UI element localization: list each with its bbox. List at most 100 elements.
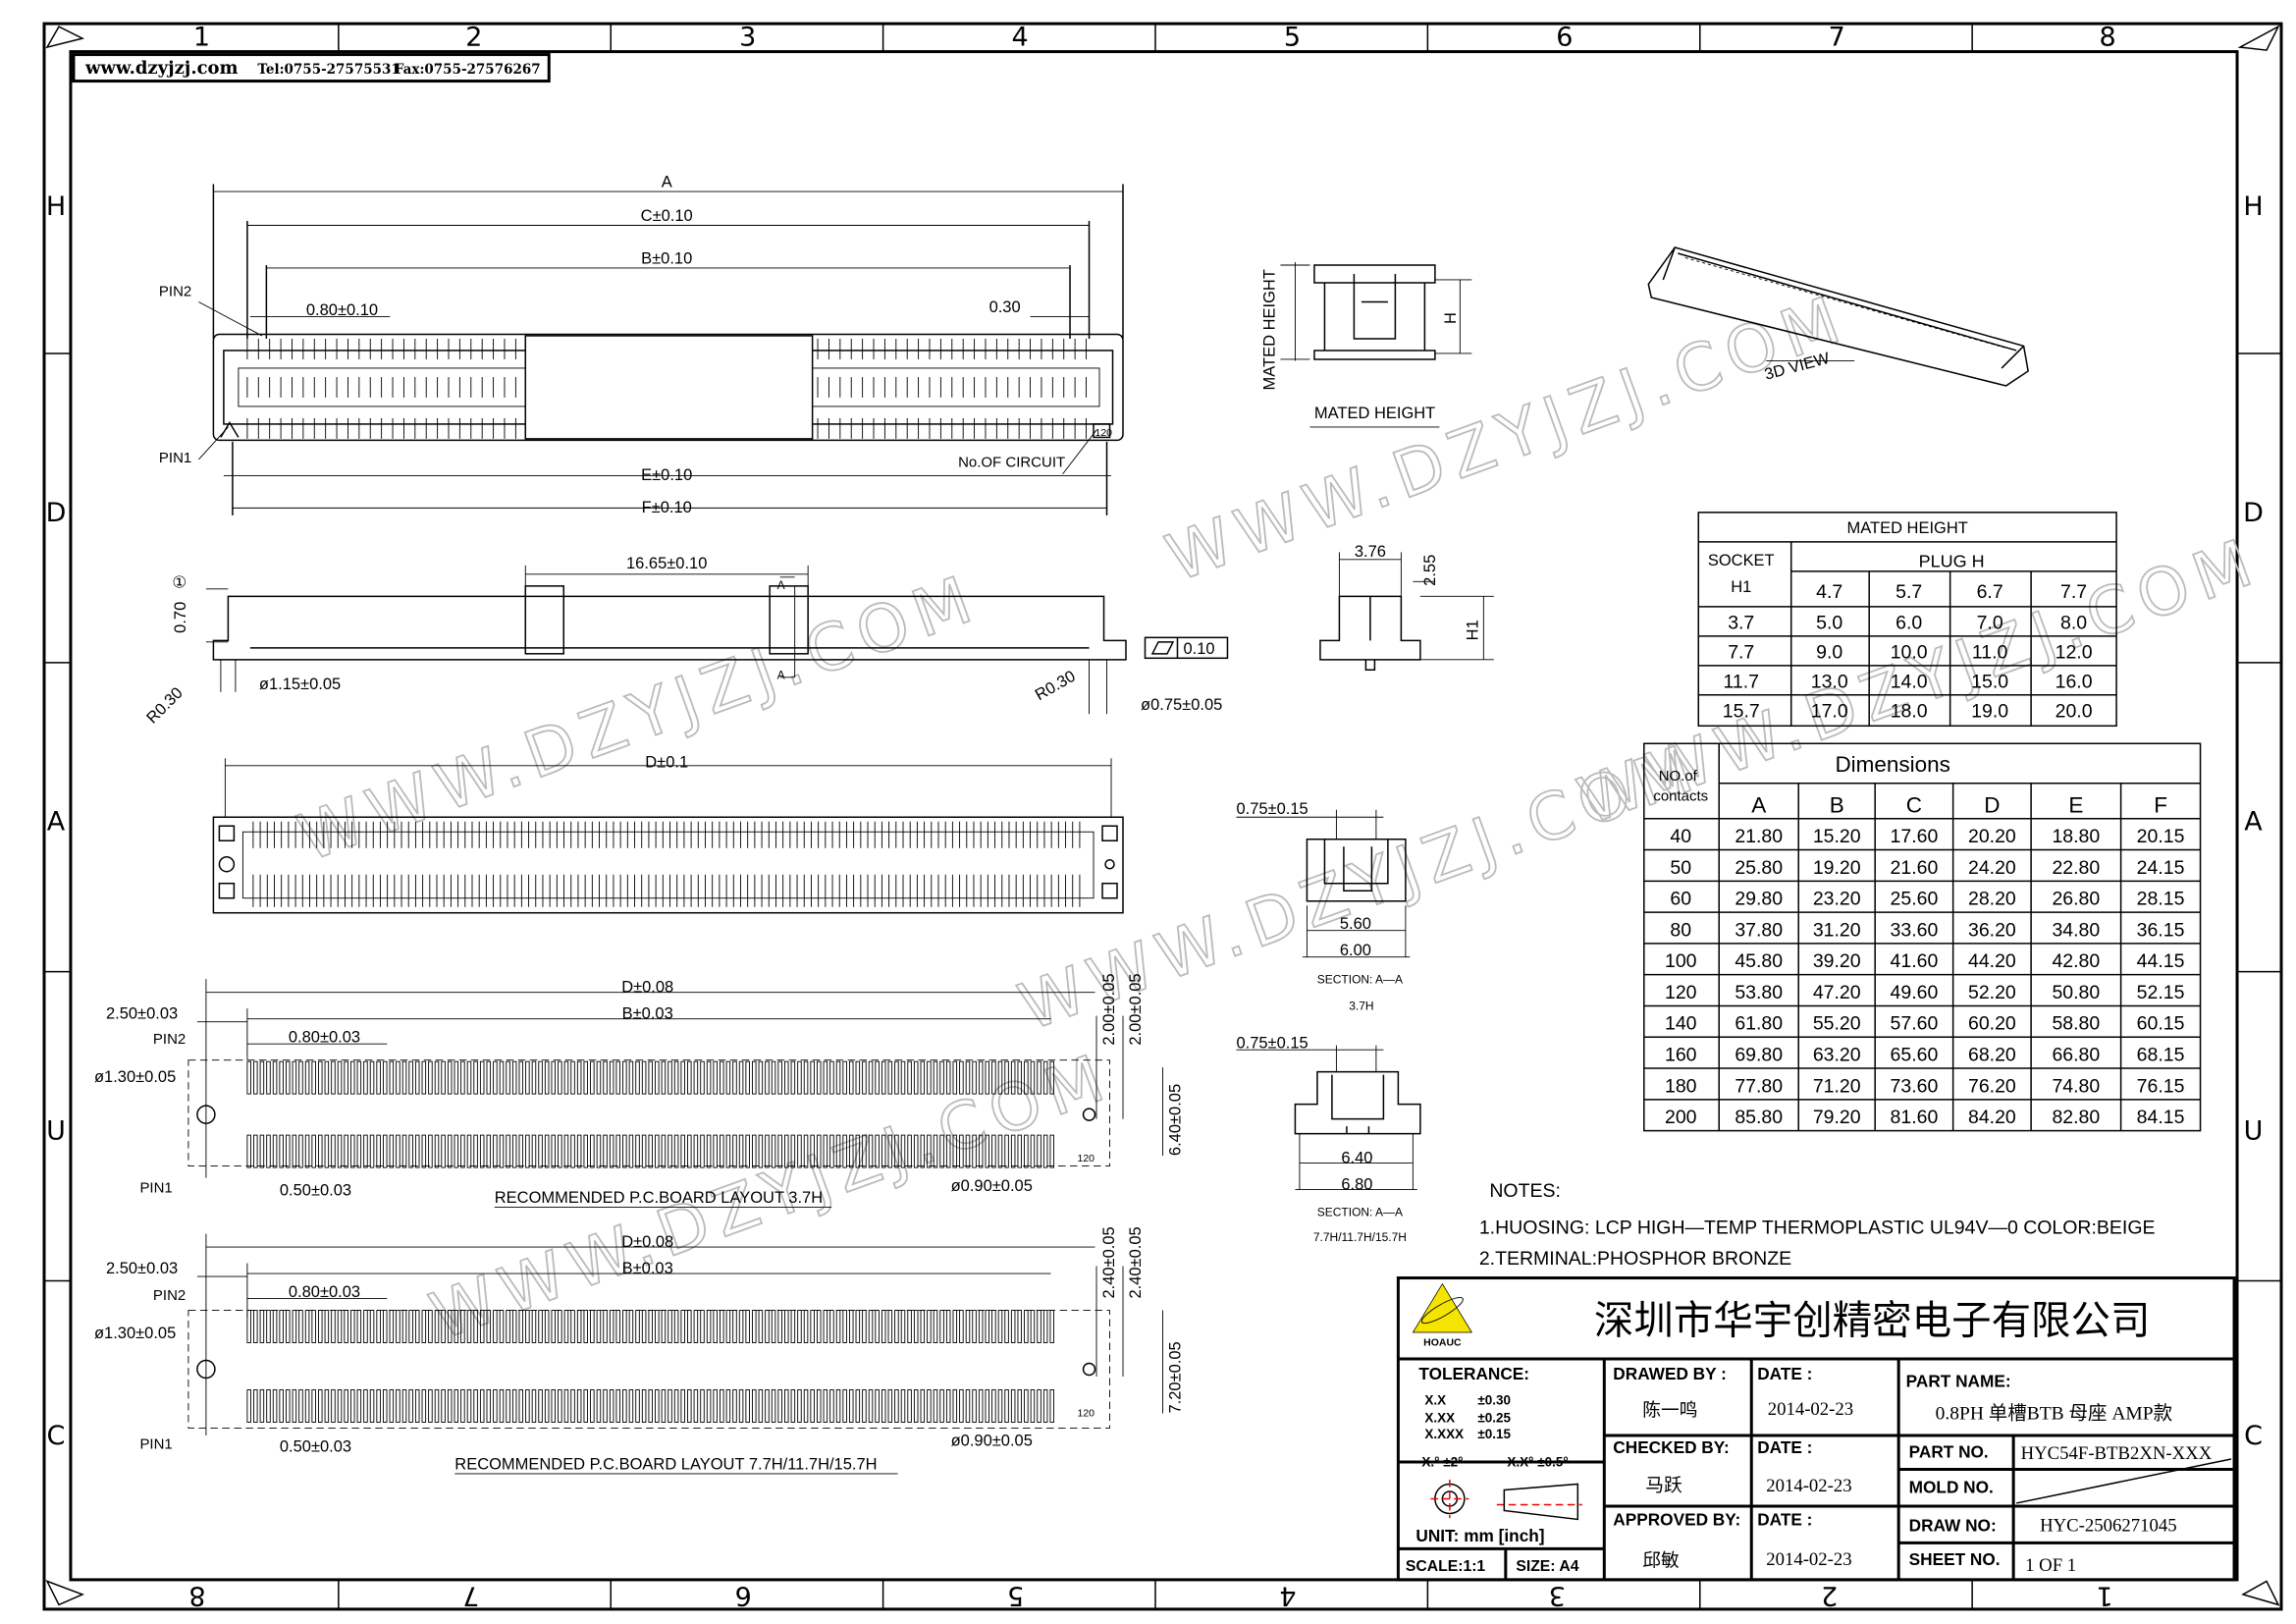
pcb-pad <box>356 1134 362 1168</box>
contact-count: 80 <box>1670 919 1691 941</box>
pcb-pad <box>920 1060 926 1095</box>
pcb-pad <box>460 1060 465 1095</box>
pcb-pad <box>823 1389 828 1423</box>
pcb-pad <box>331 1060 336 1095</box>
pcb-pad <box>1049 1389 1054 1423</box>
pcb-pad <box>493 1389 498 1423</box>
pcb-pad <box>408 1389 413 1423</box>
pcb-pad <box>259 1389 265 1423</box>
pcb-pad <box>615 1310 620 1343</box>
dimension-value: 25.80 <box>1735 857 1783 879</box>
pcb-pad <box>700 1389 705 1423</box>
pcb-pad <box>693 1310 699 1343</box>
dimension-value: 29.80 <box>1735 889 1783 910</box>
pcb-pad <box>337 1134 343 1168</box>
pcb-pad <box>272 1389 278 1423</box>
end-view: 3.76 2.55 H1 <box>1319 543 1494 672</box>
pcb-pad <box>706 1134 712 1168</box>
pcb-pad <box>304 1060 310 1095</box>
pcb-pad <box>738 1134 744 1168</box>
grid-col-label: 6 <box>1556 23 1573 53</box>
dimension-value: 50.80 <box>2052 982 2100 1003</box>
pcb-pad <box>344 1060 348 1095</box>
pcb-pad <box>887 1060 893 1095</box>
layout-title: RECOMMENDED P.C.BOARD LAYOUT 3.7H <box>495 1189 823 1207</box>
pcb-pad <box>531 1310 537 1343</box>
contact-count: 100 <box>1665 950 1697 972</box>
pcb-pad <box>803 1060 809 1095</box>
pcb-pad <box>661 1060 667 1095</box>
pcb-pad <box>661 1310 667 1343</box>
plug-value: 4.7 <box>1816 581 1842 603</box>
dim-vertical: 2.00±0.05 <box>1100 973 1118 1045</box>
pcb-pad <box>881 1060 886 1095</box>
scale-label: SCALE:1:1 <box>1406 1558 1486 1575</box>
pcb-pad <box>972 1134 977 1168</box>
pcb-pad <box>939 1310 944 1343</box>
pcb-pad <box>700 1060 705 1095</box>
pcb-pad <box>777 1310 782 1343</box>
contacts-header: contacts <box>1653 788 1708 805</box>
pcb-pad <box>784 1310 789 1343</box>
pcb-pad <box>454 1060 459 1095</box>
dimension-value: 17.60 <box>1891 826 1939 847</box>
pcb-pad <box>771 1310 776 1343</box>
pcb-pad <box>842 1389 847 1423</box>
pcb-pad <box>324 1134 330 1168</box>
tel: Tel:0755-27575531 <box>257 62 400 78</box>
grid-labels: 1 2 3 4 5 6 7 8 8 7 6 5 4 3 2 1 H D A U … <box>46 23 2264 1611</box>
dimension-value: 36.20 <box>1968 919 2016 941</box>
contact-header: www.dzyjzj.com Tel:0755-27575531 Fax:075… <box>72 53 551 83</box>
pcb-pad <box>1042 1134 1048 1168</box>
pcb-pad <box>628 1389 634 1423</box>
pcb-pad <box>596 1389 602 1423</box>
dimension-value: 60.15 <box>2137 1013 2185 1035</box>
pcb-pad <box>1037 1134 1041 1168</box>
pcb-pad <box>952 1134 958 1168</box>
drawed-by-label: DRAWED BY : <box>1613 1364 1727 1383</box>
section-subtitle: 3.7H <box>1349 1000 1373 1013</box>
pcb-pad <box>479 1134 485 1168</box>
pcb-pad <box>499 1310 505 1343</box>
pcb-pad <box>758 1060 764 1095</box>
dimension-value: 71.20 <box>1813 1075 1861 1097</box>
pcb-pad <box>324 1389 330 1423</box>
mated-height-value: 9.0 <box>1816 641 1842 663</box>
part-no: HYC54F-BTB2XN-XXX <box>2021 1443 2213 1464</box>
pcb-pad <box>396 1060 400 1095</box>
pcb-pad <box>985 1389 990 1423</box>
pcb-pad <box>887 1389 893 1423</box>
pcb-pad <box>959 1060 964 1095</box>
pcb-pad <box>1024 1134 1029 1168</box>
pcb-pad <box>428 1310 433 1343</box>
projection-symbol-icon <box>1430 1479 1582 1521</box>
pcb-pad <box>421 1060 427 1095</box>
pcb-pad <box>835 1060 841 1095</box>
pcb-pad <box>693 1134 699 1168</box>
pcb-pad <box>460 1134 465 1168</box>
dimension-value: 76.20 <box>1968 1075 2016 1097</box>
pcb-pad <box>784 1060 789 1095</box>
dimension-value: 33.60 <box>1891 919 1939 941</box>
pcb-pad <box>907 1060 912 1095</box>
pcb-pad <box>279 1060 284 1095</box>
pcb-pad <box>758 1310 764 1343</box>
pcb-pad <box>894 1060 899 1095</box>
pcb-pad <box>609 1310 614 1343</box>
pcb-pad <box>635 1310 640 1343</box>
pcb-pad <box>1037 1389 1041 1423</box>
grid-row-label: H <box>2243 191 2263 222</box>
dimension-value: 73.60 <box>1891 1075 1939 1097</box>
mated-height-value: 20.0 <box>2056 700 2093 722</box>
dim-vertical: 6.40±0.05 <box>1166 1084 1184 1156</box>
circuit-mark: 120 <box>1078 1408 1095 1419</box>
date-label: DATE : <box>1757 1437 1812 1457</box>
dimension-value: 52.20 <box>1968 982 2016 1003</box>
pcb-pad <box>829 1060 834 1095</box>
pcb-pad <box>732 1389 737 1423</box>
dimension-value: 23.20 <box>1813 889 1861 910</box>
pcb-pad <box>758 1389 764 1423</box>
dimension-value: 85.80 <box>1735 1107 1783 1128</box>
pcb-pad <box>1049 1060 1054 1095</box>
dimension-value: 21.80 <box>1735 826 1783 847</box>
